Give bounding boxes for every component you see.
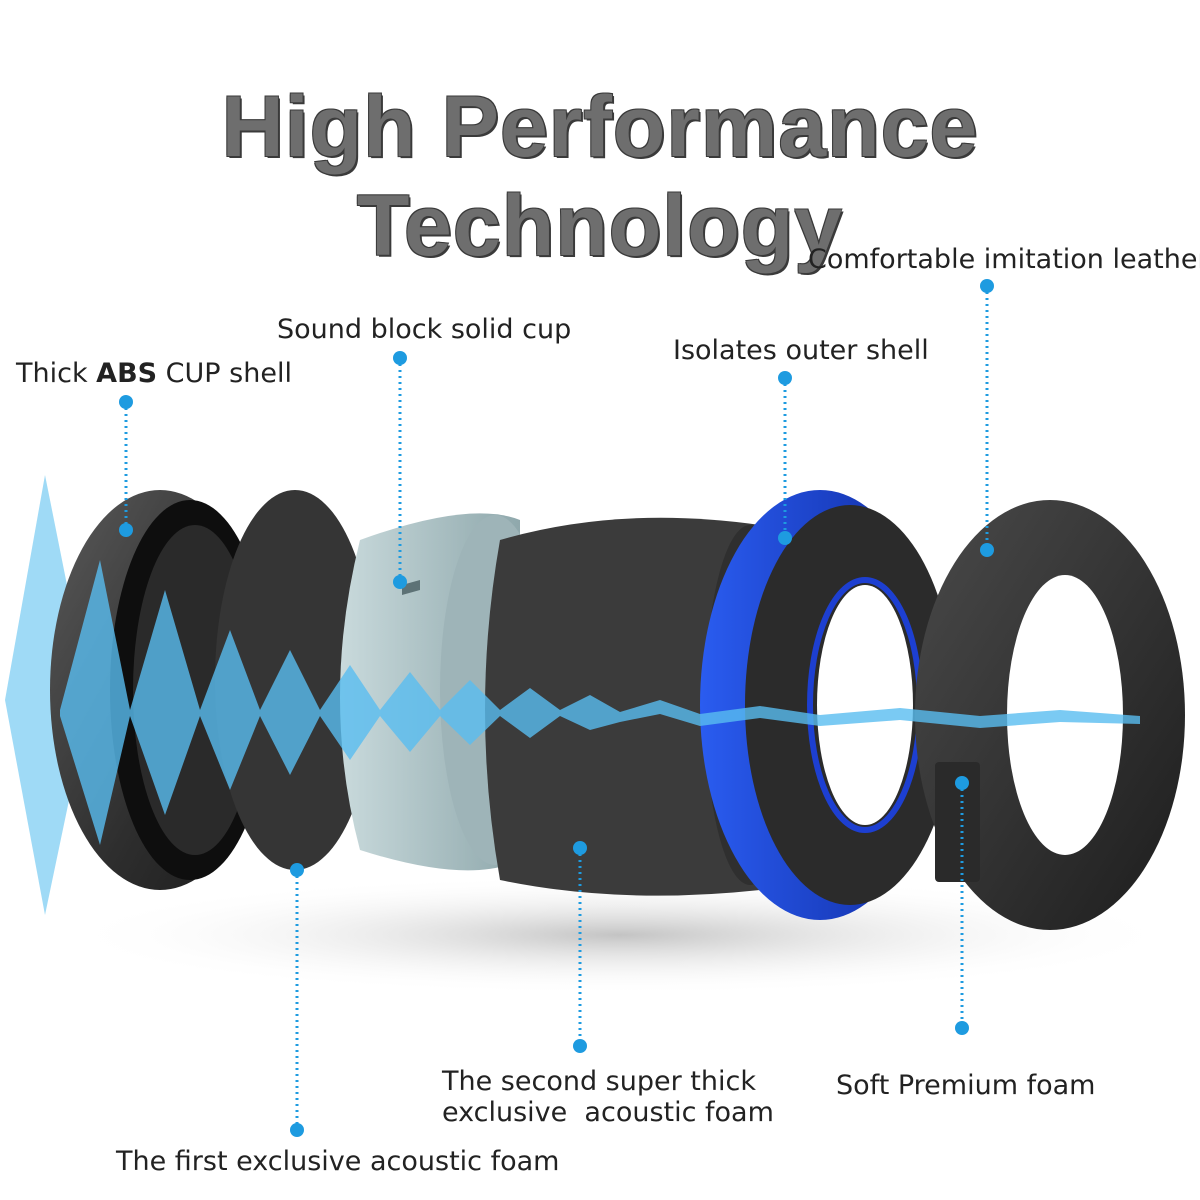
label-abs-cup-shell: Thick ABS CUP shell: [16, 358, 292, 390]
label-abs-suffix: CUP shell: [157, 358, 292, 389]
label-second-foam-line2: exclusive acoustic foam: [442, 1097, 774, 1128]
page-title: High Performance Technology: [221, 79, 979, 274]
dot-first-foam-bottom: [290, 1123, 304, 1137]
label-abs-bold: ABS: [96, 358, 158, 389]
label-leather: Comfortable imitation leather: [808, 244, 1200, 275]
label-second-foam-line1: The second super thick: [442, 1066, 756, 1097]
dot-leather-top: [980, 279, 994, 293]
dot-sound-block-top: [393, 351, 407, 365]
dot-sound-block-bottom: [393, 575, 407, 589]
dot-abs-top: [119, 395, 133, 409]
label-soft-foam: Soft Premium foam: [836, 1070, 1096, 1101]
dot-second-foam-bottom: [573, 1039, 587, 1053]
dot-second-foam-top: [573, 841, 587, 855]
dot-soft-foam-top: [955, 776, 969, 790]
floor-shadow: [60, 875, 1180, 995]
label-first-foam: The first exclusive acoustic foam: [116, 1146, 560, 1177]
label-abs-prefix: Thick: [16, 358, 97, 389]
sound-wave-arrow: [5, 475, 90, 915]
dot-soft-foam-bottom: [955, 1021, 969, 1035]
dot-leather-bottom: [980, 543, 994, 557]
dot-isolates-bottom: [778, 531, 792, 545]
dot-abs-bottom: [119, 523, 133, 537]
label-sound-block: Sound block solid cup: [277, 314, 572, 345]
dot-isolates-top: [778, 371, 792, 385]
sound-wave: [60, 560, 1140, 845]
dot-first-foam-top: [290, 863, 304, 877]
blue-isolation-shell: [700, 490, 955, 920]
label-isolates: Isolates outer shell: [673, 335, 929, 366]
